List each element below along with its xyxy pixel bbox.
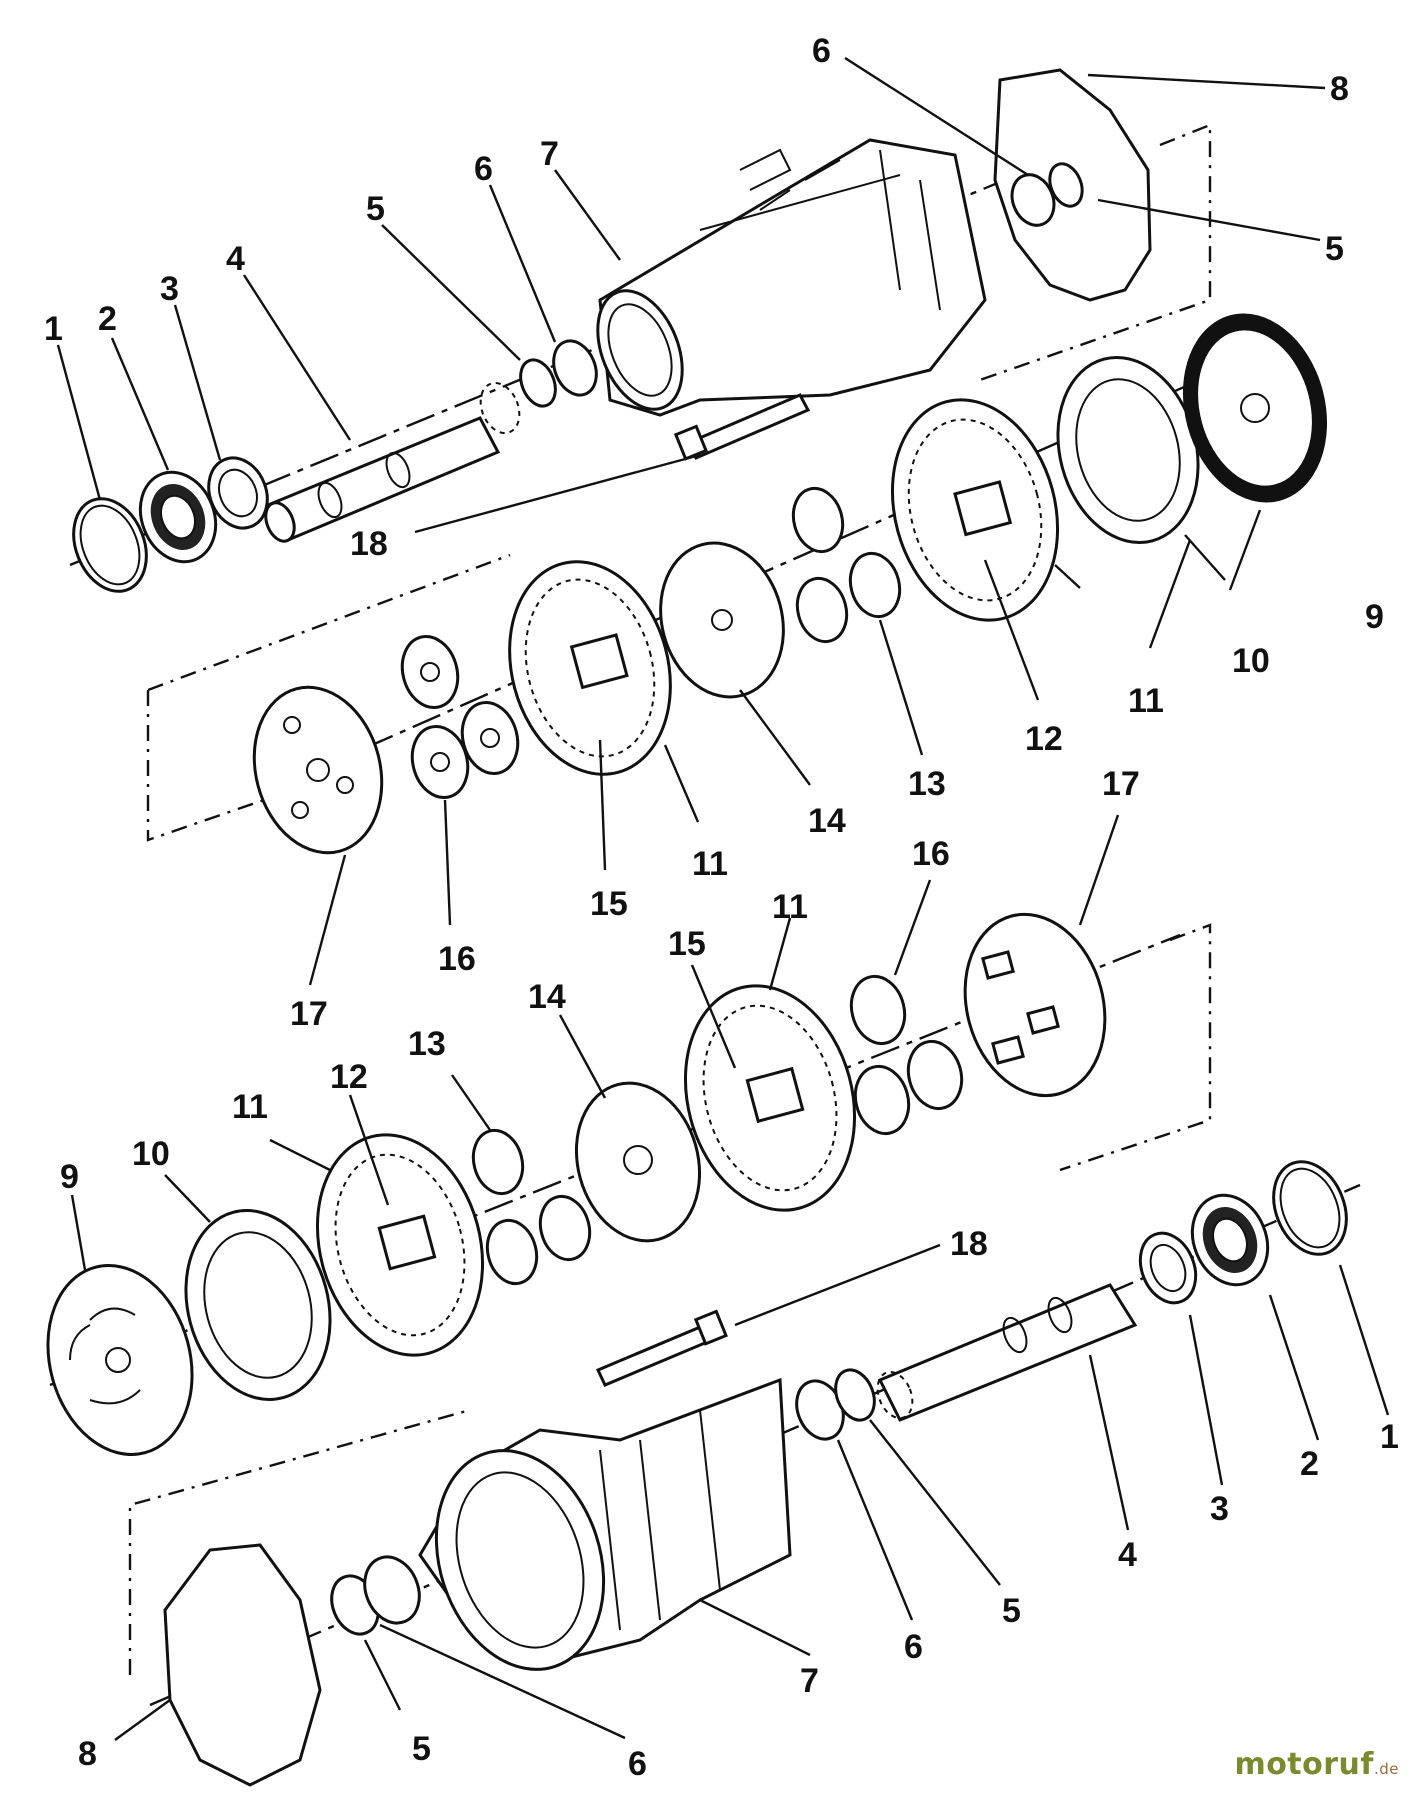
part-18-lower-bolt	[595, 1309, 728, 1387]
callout-bot-18: 18	[950, 1225, 988, 1263]
part-5-lower-ring-b	[834, 1368, 876, 1422]
callout-low-17: 17	[1102, 765, 1140, 803]
callout-low-15: 15	[668, 925, 706, 963]
callout-top-5a: 5	[366, 190, 385, 228]
middle-gear-group	[146, 313, 1328, 855]
part-18-bolt	[673, 393, 811, 461]
callout-mid-14: 14	[808, 802, 846, 840]
callout-bot-5b: 5	[412, 1730, 431, 1768]
part-4-lower-shaft	[876, 1283, 1138, 1422]
upper-housing-group	[69, 68, 1212, 593]
callout-low-14: 14	[528, 978, 566, 1016]
part-14-lower-carrier	[574, 1081, 702, 1243]
part-10-friction-disc	[1056, 356, 1200, 544]
callout-mid-15: 15	[590, 885, 628, 923]
callout-low-16: 16	[912, 835, 950, 873]
lower-frame-line	[1059, 923, 1212, 1172]
callout-top-5b: 5	[1325, 230, 1344, 268]
part-11-lower-ring-gear	[315, 1133, 485, 1357]
part-8-gasket	[993, 68, 1152, 302]
callout-top-2: 2	[98, 300, 117, 338]
callout-top-4: 4	[226, 240, 245, 278]
callout-bot-6b: 6	[628, 1745, 647, 1783]
callout-bot-7: 7	[800, 1662, 819, 1700]
callout-top-6b: 6	[812, 32, 831, 70]
part-2-lower-bearing	[1190, 1193, 1270, 1287]
leader-lines	[56, 56, 1390, 1741]
part-13-lower-planet-gears	[471, 1128, 592, 1286]
callout-top-3: 3	[160, 270, 179, 308]
part-12-gear-hub	[953, 480, 1013, 537]
part-12-lower-gear-hub	[377, 1214, 437, 1271]
part-4-shaft	[264, 381, 521, 543]
middle-frame-line	[146, 690, 381, 842]
part-11-ring-gear	[508, 560, 672, 776]
callout-bot-4: 4	[1118, 1536, 1137, 1574]
callout-low-11b: 11	[232, 1088, 268, 1126]
callout-top-18: 18	[350, 525, 388, 563]
watermark-tld: .de	[1373, 1760, 1399, 1778]
part-5-upper-ring	[1048, 162, 1084, 208]
part-17-carrier-plate	[252, 685, 384, 855]
callout-low-12: 12	[330, 1058, 368, 1096]
callout-mid-16: 16	[438, 940, 476, 978]
part-7-housing	[596, 138, 987, 417]
part-16-planet-gears	[400, 635, 520, 799]
part-15-lower-sun-gear	[745, 1066, 805, 1124]
callout-mid-11b: 11	[692, 845, 728, 883]
part-9-lower-clutch-plate	[46, 1264, 194, 1456]
part-9-clutch-plate	[1182, 313, 1328, 503]
callout-low-9: 9	[60, 1158, 79, 1196]
callout-low-10: 10	[132, 1135, 170, 1173]
callout-bot-8: 8	[78, 1735, 97, 1773]
part-8-lower-gasket	[163, 1543, 322, 1787]
part-15-sun-gear	[569, 633, 629, 690]
callout-labels: 1 2 3 4 5 6 7 6 8 5 18 9 10 11 12 13 14 …	[44, 32, 1399, 1783]
callout-top-1: 1	[44, 310, 63, 348]
part-6-o-ring	[552, 339, 598, 397]
part-3-seal	[207, 456, 269, 530]
callout-mid-10: 10	[1232, 642, 1270, 680]
callout-mid-17: 17	[290, 995, 328, 1033]
callout-bot-5a: 5	[1002, 1592, 1021, 1630]
upper-frame-line	[979, 123, 1212, 382]
callout-mid-9: 9	[1365, 598, 1384, 636]
part-16-lower-planet-gears	[849, 974, 964, 1136]
callout-bot-3: 3	[1210, 1490, 1229, 1528]
part-2-bearing	[138, 470, 218, 564]
callout-low-13: 13	[408, 1025, 446, 1063]
part-10-lower-friction-disc	[184, 1209, 332, 1401]
part-11-lower-ring-gear-b	[683, 984, 857, 1212]
lower-housing-group	[128, 1160, 1361, 1787]
watermark-text: motoruf	[1234, 1747, 1374, 1782]
part-11-ring-gear-upper	[890, 398, 1060, 622]
callout-top-8: 8	[1330, 70, 1349, 108]
callout-mid-12: 12	[1025, 720, 1063, 758]
callout-top-6a: 6	[474, 150, 493, 188]
part-5-snap-ring	[519, 358, 557, 408]
callout-top-7: 7	[540, 135, 559, 173]
watermark-logo: motoruf.de	[1234, 1747, 1399, 1782]
part-13-planet-gears	[791, 486, 902, 644]
part-17-lower-carrier-plate	[963, 912, 1107, 1098]
callout-mid-11a: 11	[1128, 682, 1164, 720]
callout-bot-2: 2	[1300, 1445, 1319, 1483]
lower-gear-group	[46, 912, 1212, 1456]
part-7-lower-housing	[418, 1377, 792, 1671]
callout-bot-1: 1	[1380, 1418, 1399, 1456]
callout-mid-13: 13	[908, 765, 946, 803]
callout-bot-6a: 6	[904, 1628, 923, 1666]
part-14-carrier-disc	[659, 541, 785, 699]
part-6-lower-o-ring	[363, 1555, 421, 1625]
callout-low-11a: 11	[772, 888, 808, 926]
